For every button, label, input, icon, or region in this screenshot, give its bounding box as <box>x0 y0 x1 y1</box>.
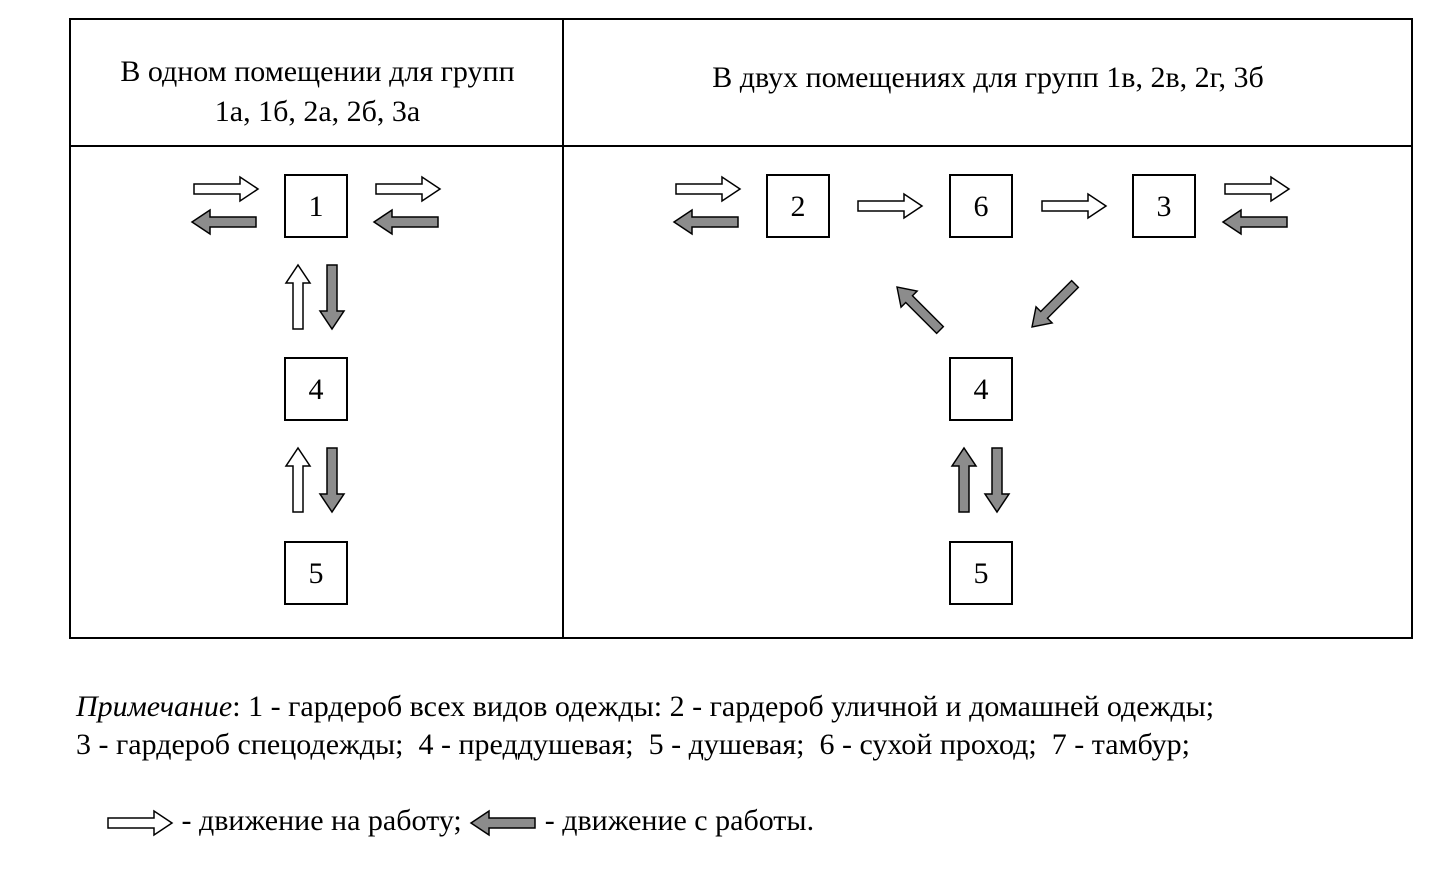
room-label-3: 3 <box>1157 190 1172 223</box>
arrow-up-right-4-5 <box>951 447 977 513</box>
arrow-from-work-left-down-2 <box>319 447 345 513</box>
room-box-6: 6 <box>949 174 1013 238</box>
legend-arrow-from-work-icon <box>469 809 537 837</box>
room-label-6: 6 <box>974 190 989 223</box>
right-column-header: В двух помещениях для групп 1в, 2в, 2г, … <box>712 61 1264 94</box>
note-legend: - движение на работу; - движение с работ… <box>76 764 1436 878</box>
arrow-down-right-4-5 <box>984 447 1010 513</box>
note-title: Примечание <box>76 690 233 723</box>
room-box-3: 3 <box>1132 174 1196 238</box>
arrow-to-work-left-1 <box>193 176 259 202</box>
note-line-1-text: : 1 - гардероб всех видов одежды: 2 - га… <box>232 690 1215 723</box>
arrow-from-work-left-1 <box>191 209 257 235</box>
room-box-2: 2 <box>766 174 830 238</box>
room-label-1: 1 <box>309 190 324 223</box>
room-label-4-right: 4 <box>974 373 989 406</box>
legend-to-work-label: - движение на работу; <box>174 804 470 837</box>
room-label-5-right: 5 <box>974 557 989 590</box>
diagram-canvas: 1 4 5 2 6 <box>69 18 1413 639</box>
room-box-5: 5 <box>284 541 348 605</box>
table-grid <box>69 18 1413 639</box>
room-label-5: 5 <box>309 557 324 590</box>
left-scheme: 1 4 5 <box>191 174 441 605</box>
arrow-from-work-right-1 <box>673 209 739 235</box>
left-header-line-2: 1а, 1б, 2а, 2б, 3а <box>214 95 421 128</box>
note-line-1: Примечание: 1 - гардероб всех видов одеж… <box>76 688 1436 726</box>
arrow-from-work-3-to-4 <box>1023 275 1084 336</box>
arrow-to-work-right-2 <box>1224 176 1290 202</box>
room-box-5-right: 5 <box>949 541 1013 605</box>
arrow-to-work-2-to-6 <box>857 193 923 219</box>
left-column-header: В одном помещении для групп 1а, 1б, 2а, … <box>72 52 563 132</box>
arrow-from-work-4-to-2 <box>888 278 949 339</box>
arrow-from-work-right-2 <box>1222 209 1288 235</box>
arrow-to-work-left-2 <box>375 176 441 202</box>
left-header-line-1: В одном помещении для групп <box>120 55 515 88</box>
arrow-from-work-left-2 <box>373 209 439 235</box>
note-block: Примечание: 1 - гардероб всех видов одеж… <box>76 688 1436 878</box>
room-label-2: 2 <box>791 190 806 223</box>
arrow-from-work-left-down-1 <box>319 264 345 330</box>
legend-from-work-label: - движение с работы. <box>537 804 815 837</box>
note-line-2: 3 - гардероб спецодежды; 4 - преддушевая… <box>76 728 1190 761</box>
arrow-to-work-left-up-1 <box>285 264 311 330</box>
room-box-4-right: 4 <box>949 357 1013 421</box>
arrow-to-work-left-up-2 <box>285 447 311 513</box>
room-box-4: 4 <box>284 357 348 421</box>
right-scheme: 2 6 3 4 5 <box>673 174 1290 605</box>
room-label-4: 4 <box>309 373 324 406</box>
room-box-1: 1 <box>284 174 348 238</box>
legend-arrow-to-work-icon <box>107 809 174 837</box>
arrow-to-work-right-1 <box>675 176 741 202</box>
arrow-to-work-6-to-3 <box>1041 193 1107 219</box>
